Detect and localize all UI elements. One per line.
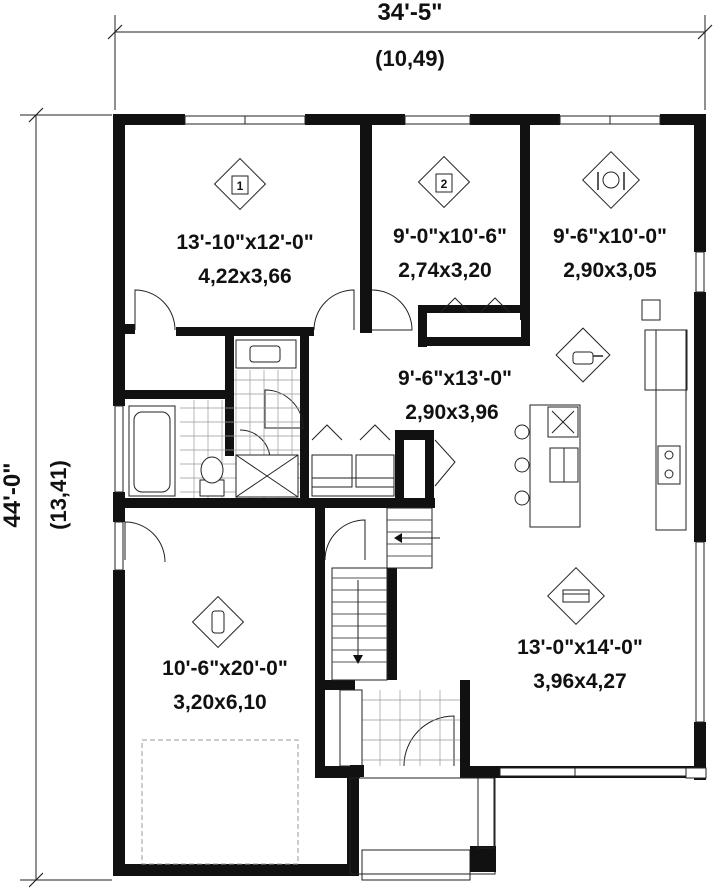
bedroom1-label: 13'-10"x12'-0" 4,22x3,66 (176, 231, 313, 288)
bedroom2-number: 2 (441, 177, 448, 191)
width-dimension: 34'-5" (10,49) (107, 0, 713, 110)
garage-icon (191, 595, 245, 649)
living-size-imperial: 13'-0"x14'-0" (517, 636, 643, 659)
interior-walls (125, 125, 530, 778)
bedroom1-size-imperial: 13'-10"x12'-0" (176, 231, 313, 254)
dining-label: 9'-6"x10'-0" 2,90x3,05 (553, 225, 667, 282)
kitchen-size-imperial: 9'-6"x13'-0" (398, 367, 512, 390)
garage-label: 10'-6"x20'-0" 3,20x6,10 (162, 657, 288, 714)
width-imperial-label: 34'-5" (377, 0, 442, 26)
living-label: 13'-0"x14'-0" 3,96x4,27 (517, 636, 643, 693)
dining-size-imperial: 9'-6"x10'-0" (553, 225, 667, 248)
stairs (331, 507, 440, 681)
windows (114, 115, 707, 779)
depth-imperial-label: 44'-0" (0, 462, 26, 527)
bedroom2-size-imperial: 9'-0"x10'-6" (393, 225, 507, 248)
kitchen-fixtures (514, 329, 688, 531)
bedroom1-number: 1 (237, 179, 244, 193)
garage-size-metric: 3,20x6,10 (173, 691, 266, 714)
kitchen-size-metric: 2,90x3,96 (405, 401, 498, 424)
kitchen-label: 9'-6"x13'-0" 2,90x3,96 (398, 367, 512, 424)
garage-door (141, 739, 299, 865)
bedroom2-icon: 2 (417, 155, 471, 209)
kitchen-icon (555, 327, 611, 383)
doors (124, 289, 661, 767)
laundry (311, 454, 395, 497)
width-metric-label: (10,49) (375, 46, 445, 71)
bathroom-fixtures (128, 339, 300, 498)
entry-porch (339, 689, 496, 881)
garage-size-imperial: 10'-6"x20'-0" (162, 657, 288, 680)
dining-size-metric: 2,90x3,05 (563, 259, 657, 282)
depth-dimension: 44'-0" (13,41) (0, 107, 112, 888)
bedroom1-icon: 1 (213, 157, 267, 211)
dining-icon (582, 151, 640, 209)
bedroom1-size-metric: 4,22x3,66 (198, 265, 291, 288)
living-size-metric: 3,96x4,27 (533, 670, 626, 693)
bedroom2-label: 9'-0"x10'-6" 2,74x3,20 (393, 225, 507, 282)
living-icon (547, 567, 605, 625)
depth-metric-label: (13,41) (46, 460, 71, 530)
bedroom2-size-metric: 2,74x3,20 (398, 259, 491, 282)
